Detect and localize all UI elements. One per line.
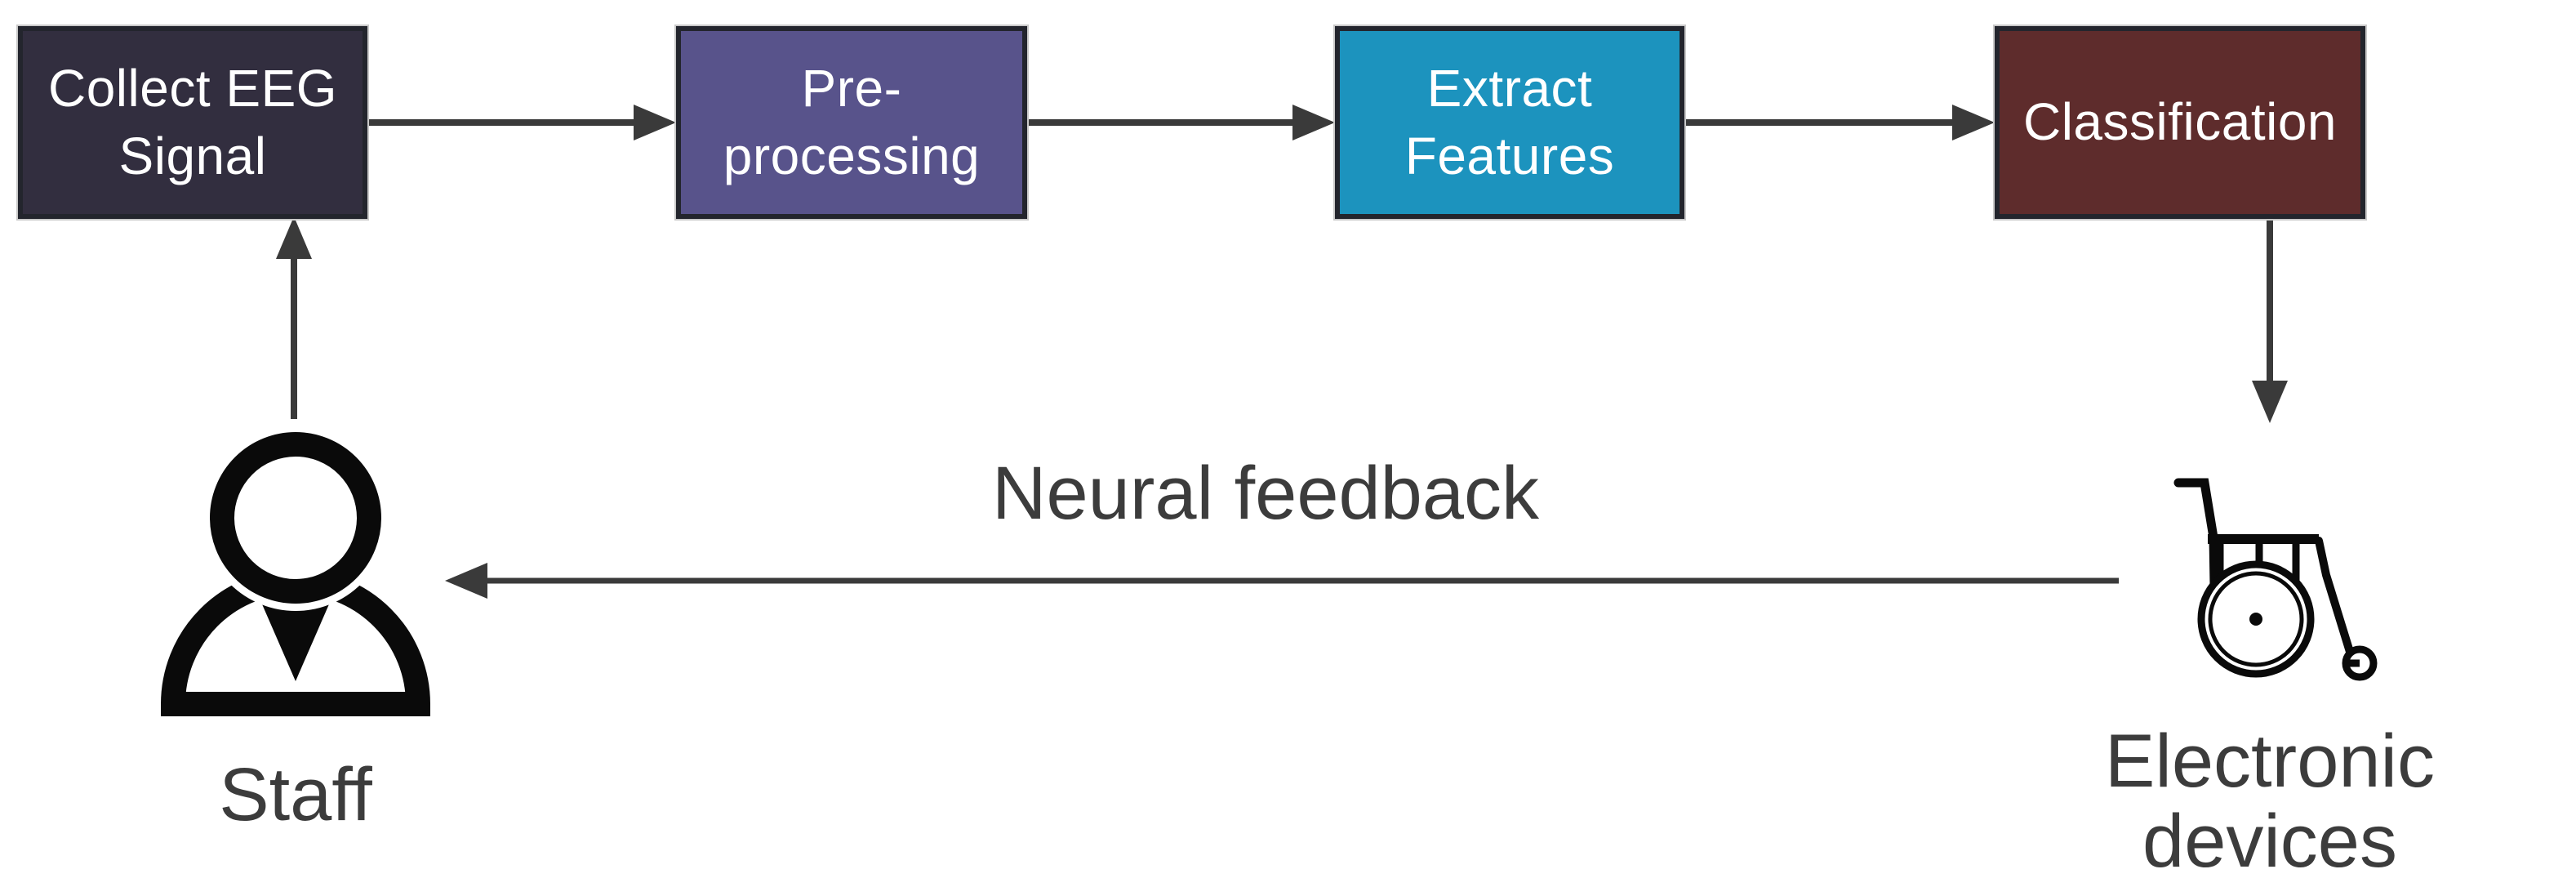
arrow-preprocessing-to-extract-icon <box>1029 105 1335 140</box>
flow-box-collect-eeg: Collect EEG Signal <box>18 26 367 219</box>
flow-box-extract-features-label: Extract Features <box>1404 58 1615 185</box>
flow-box-pre-processing: Pre-processing <box>676 26 1027 219</box>
flow-box-extract-features: Extract Features <box>1335 26 1684 219</box>
neural-feedback-label: Neural feedback <box>992 452 1539 535</box>
flow-box-collect-eeg-label: Collect EEG Signal <box>47 58 338 185</box>
arrow-classification-to-devices-icon <box>2252 221 2288 423</box>
wheelchair-icon <box>2173 478 2378 681</box>
electronic-devices-label: Electronic devices <box>2105 720 2435 883</box>
arrow-collect-to-preprocessing-icon <box>369 105 676 140</box>
flow-box-pre-processing-label: Pre-processing <box>723 58 981 185</box>
person-icon <box>160 425 431 716</box>
arrow-staff-to-collect-icon <box>276 216 312 419</box>
flow-box-classification-label: Classification <box>2022 92 2338 152</box>
staff-label: Staff <box>219 753 372 836</box>
arrow-extract-to-classification-icon <box>1686 105 1995 140</box>
flow-box-classification: Classification <box>1995 26 2365 219</box>
arrow-neural-feedback-icon <box>445 563 2119 599</box>
